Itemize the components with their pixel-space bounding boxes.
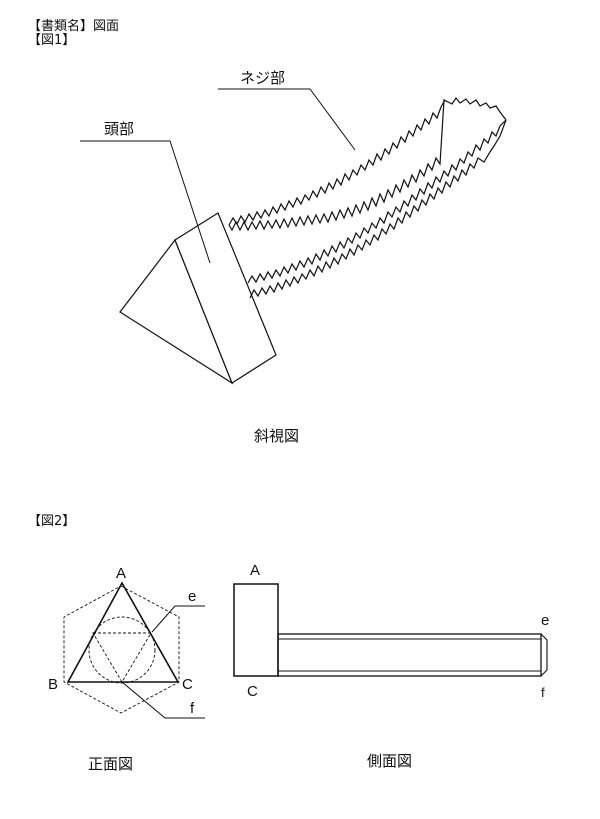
thread-lower-edge-2 [249,119,507,299]
front-label-b: B [48,676,59,693]
thread-label: ネジ部 [240,69,286,87]
side-label-f: f [541,685,545,700]
thread-top-edge [228,96,507,232]
front-view-caption: 正面図 [88,755,134,773]
front-inner-dashed-triangle [92,632,152,683]
side-label-c: C [247,683,258,700]
side-shank [277,633,542,677]
fig1-caption: 斜視図 [254,427,300,445]
side-label-a: A [250,562,261,579]
front-label-c: C [182,676,193,693]
head-front-face [174,212,277,384]
side-shank-chamfer [540,633,548,677]
thread-upper-profile [228,99,446,226]
front-label-e: e [188,588,197,605]
side-label-e: e [541,612,550,629]
front-label-a: A [116,565,127,582]
thread-leader-line [218,88,356,151]
side-view-caption: 側面図 [367,752,413,770]
front-leader-e [151,605,205,633]
thread-lower-edge-1 [247,119,507,284]
fig2-title: 【図2】 [28,514,76,529]
front-label-f: f [190,700,195,717]
front-leader-f [121,681,205,719]
front-triangle [66,581,180,683]
head-leader-line [80,140,211,264]
front-hexagon-outline [63,585,180,714]
head-label: 頭部 [104,120,135,138]
front-inscribed-circle [88,616,156,684]
fig1-title: 【図1】 [28,33,76,48]
side-head [233,583,279,677]
document-type-header: 【書類名】図面 [28,19,120,34]
